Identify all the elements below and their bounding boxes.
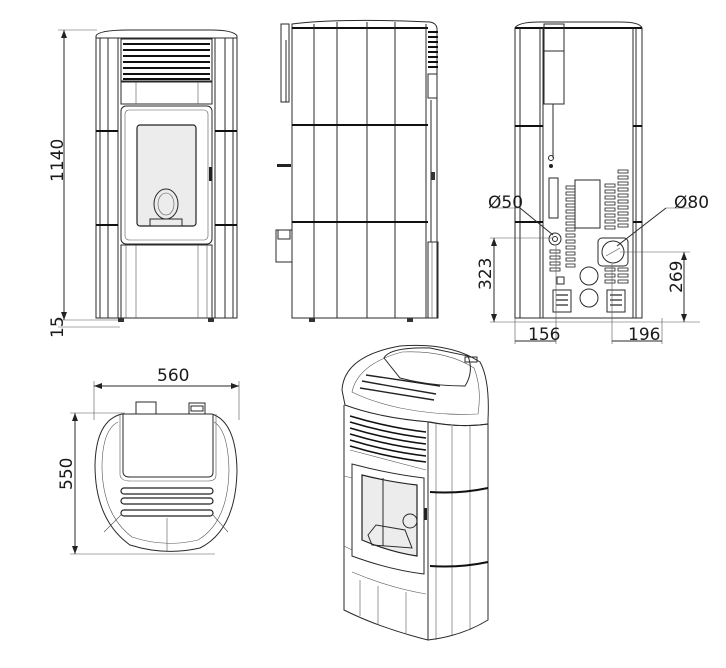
dimension-offset-156: 156 [528,325,560,345]
perspective-view [341,344,489,641]
dimension-height-1140: 1140 [48,139,68,182]
dimension-height-269: 269 [667,261,687,293]
rear-view [490,21,700,344]
label-outlet-diameter-80: Ø80 [674,193,709,213]
dimension-height-323: 323 [476,258,496,290]
front-view [58,29,238,328]
top-view [70,381,240,555]
label-outlet-diameter-50: Ø50 [488,193,523,213]
dimension-width-560: 560 [157,366,189,386]
dimension-depth-550: 550 [57,458,77,490]
dimension-feet-15: 15 [48,316,68,338]
side-view [275,19,439,322]
dimension-offset-196: 196 [628,325,660,345]
